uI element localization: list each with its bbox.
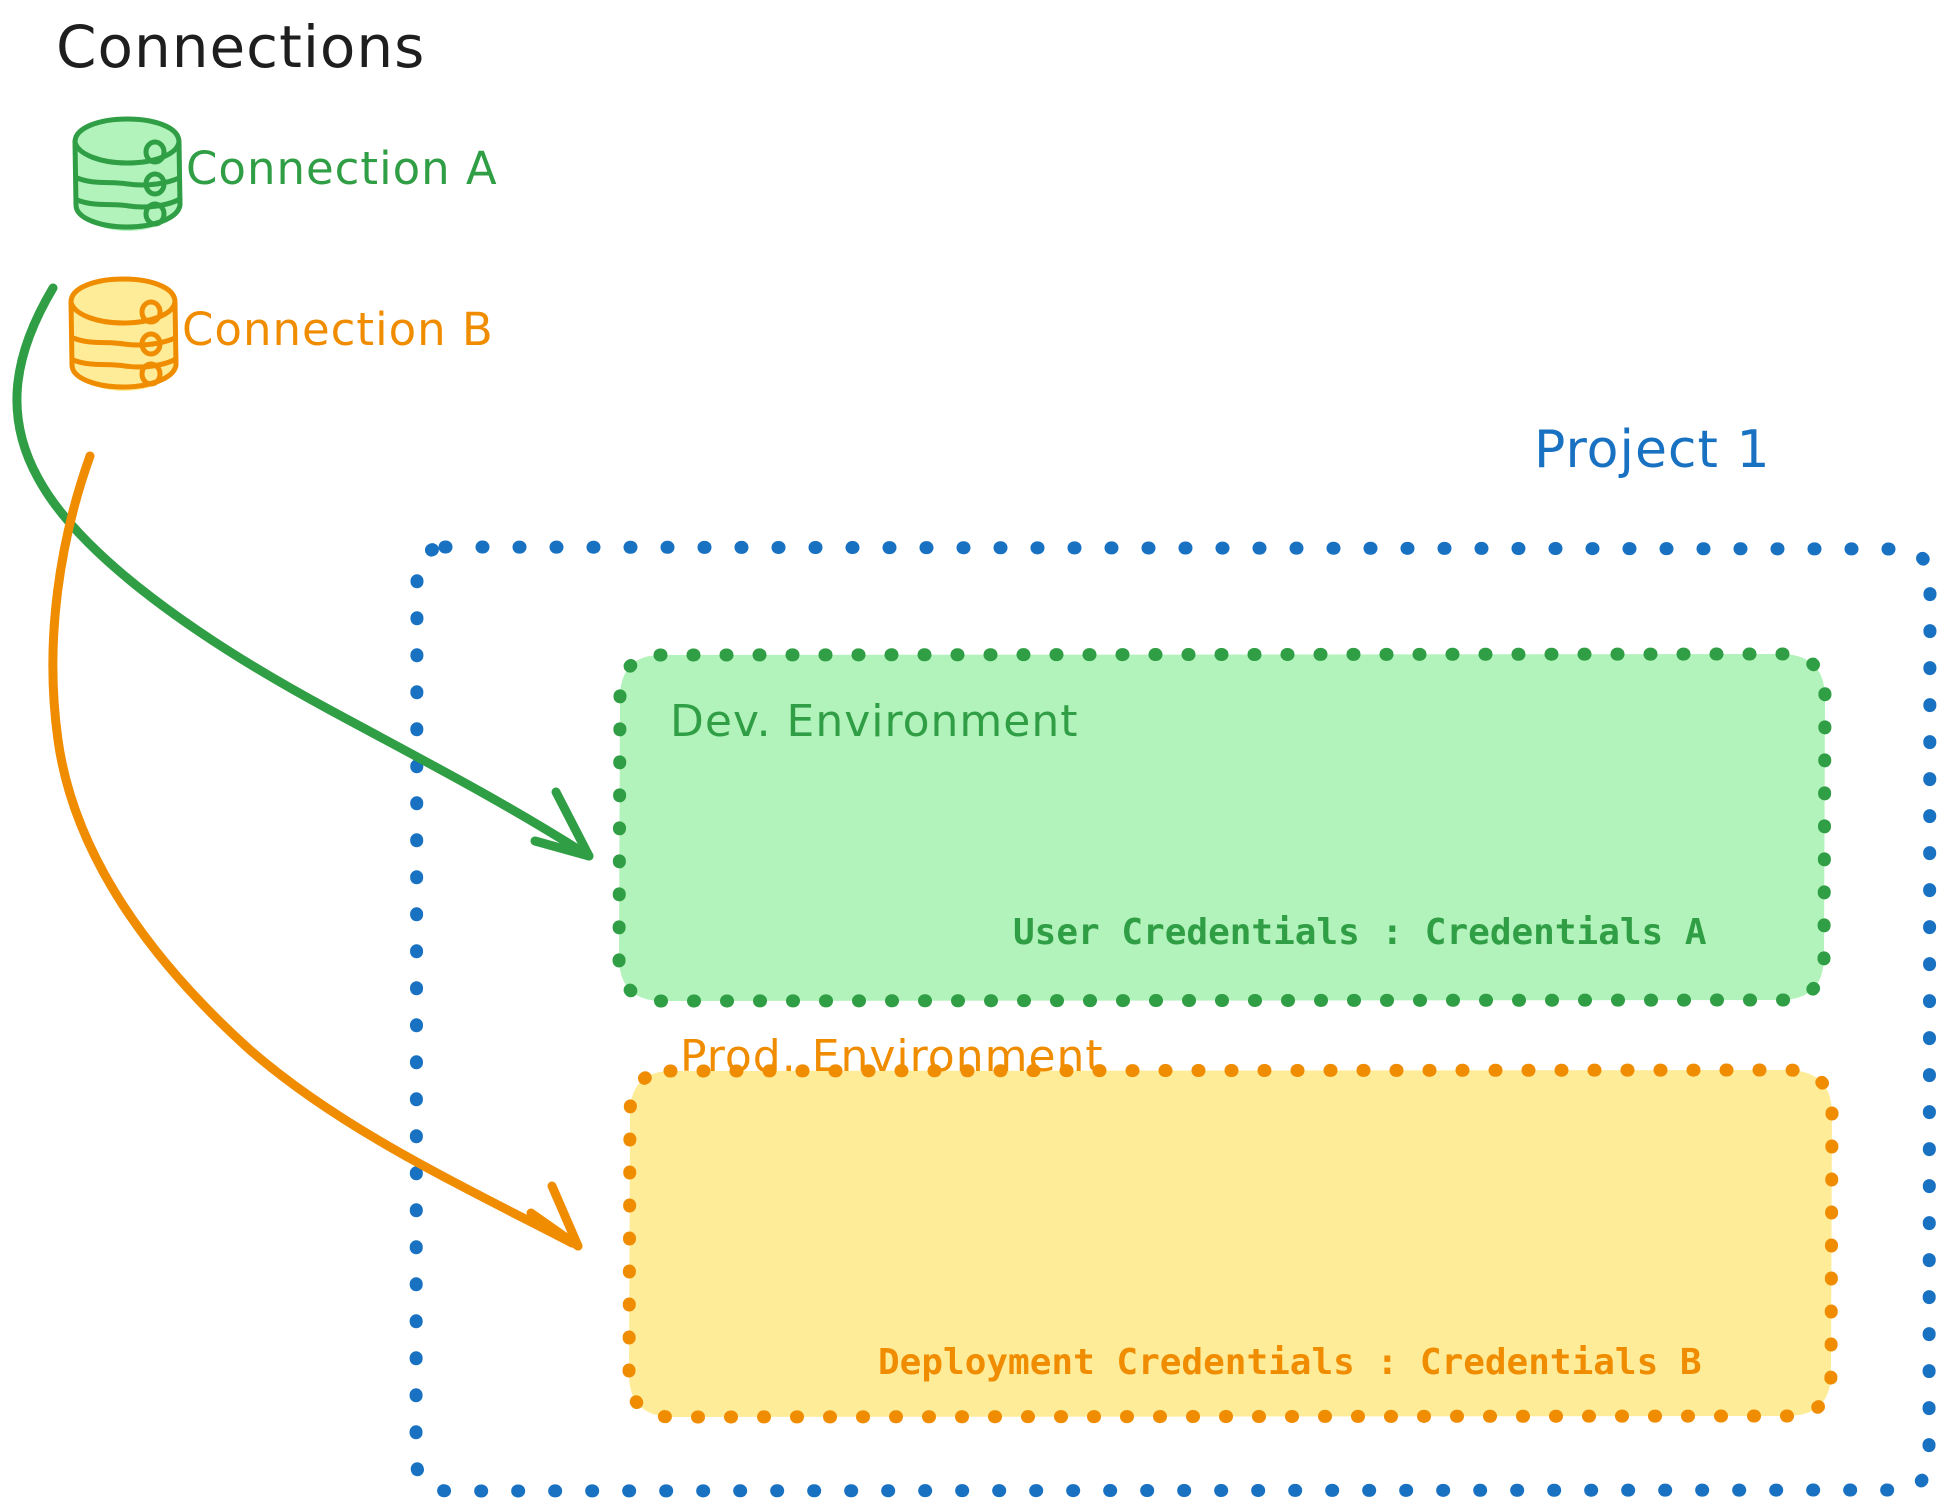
prod-environment-title: Prod. Environment xyxy=(680,1031,1104,1082)
dev-environment-box[interactable] xyxy=(612,647,1832,1008)
db-a-light-2 xyxy=(143,171,167,197)
db-b-light-2 xyxy=(139,331,163,357)
db-b-top-rim xyxy=(68,299,178,326)
prod-environment-dotted-border xyxy=(622,1063,1839,1424)
arrow-shaft xyxy=(12,283,589,858)
connection-b-label: Connection B xyxy=(182,303,494,356)
prod-environment-fill xyxy=(629,1070,1832,1417)
arrow-head-upper xyxy=(551,787,594,861)
connection-b-database-icon[interactable] xyxy=(68,276,179,391)
db-b-body xyxy=(68,276,179,390)
arrow-connection-b-to-prod[interactable] xyxy=(48,451,583,1251)
db-b-divider-2 xyxy=(70,356,179,370)
project-dotted-border xyxy=(409,540,1937,1498)
prod-environment-container[interactable] xyxy=(628,1068,1833,1418)
project-title: Project 1 xyxy=(1534,420,1771,480)
dev-environment-container[interactable] xyxy=(618,652,1826,1002)
connection-a-label: Connection A xyxy=(186,142,498,195)
page-title: Connections xyxy=(56,13,426,81)
project-container[interactable] xyxy=(409,540,1937,1498)
arrow-head-upper xyxy=(547,1181,583,1251)
connection-a-database-icon[interactable] xyxy=(72,116,183,231)
db-b-light-1 xyxy=(139,299,163,325)
db-a-divider-1 xyxy=(74,175,182,188)
connection-b-node[interactable] xyxy=(66,272,184,394)
arrow-connection-a-to-dev[interactable] xyxy=(12,283,594,861)
arrow-shaft xyxy=(48,451,577,1248)
prod-environment-box[interactable] xyxy=(622,1063,1839,1424)
dev-environment-credentials: User Credentials : Credentials A xyxy=(1013,912,1707,953)
dev-environment-dotted-border xyxy=(612,647,1832,1008)
dev-environment-title: Dev. Environment xyxy=(670,696,1079,747)
prod-environment-credentials: Deployment Credentials : Credentials B xyxy=(878,1342,1702,1383)
db-a-top-rim xyxy=(72,139,182,166)
db-a-light-1 xyxy=(143,139,167,165)
db-a-body xyxy=(72,116,183,230)
arrow-head-lower xyxy=(526,1208,583,1251)
db-b-divider-1 xyxy=(70,335,178,348)
db-b-light-3 xyxy=(139,361,163,387)
connection-a-node[interactable] xyxy=(70,112,188,234)
db-a-light-3 xyxy=(143,201,167,227)
arrow-head-lower xyxy=(530,836,594,861)
db-a-divider-2 xyxy=(74,196,183,210)
dev-environment-fill xyxy=(619,654,1825,1001)
